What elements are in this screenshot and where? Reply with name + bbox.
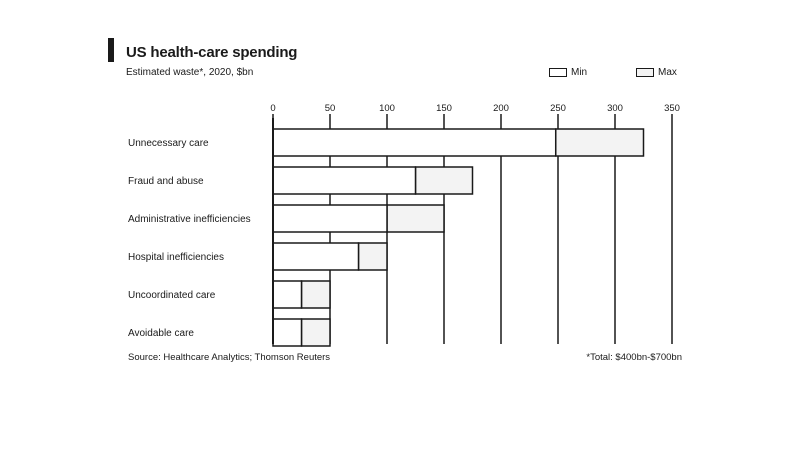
category-label-5: Avoidable care	[128, 328, 194, 339]
bar-max-0	[554, 128, 645, 157]
category-label-4: Uncoordinated care	[128, 290, 216, 301]
x-tick-label-300: 300	[607, 103, 623, 114]
bar-min-0	[272, 128, 557, 157]
x-tick-label-50: 50	[325, 103, 336, 114]
category-label-3: Hospital inefficiencies	[128, 252, 224, 263]
legend-item-max: Max	[636, 67, 677, 78]
category-label-1: Fraud and abuse	[128, 176, 204, 187]
legend-swatch-max	[636, 68, 654, 77]
legend-label-min: Min	[571, 67, 588, 78]
bar-max-3	[357, 242, 388, 271]
x-tick-label-0: 0	[270, 103, 275, 114]
bar-max-1	[414, 166, 474, 195]
category-label-0: Unnecessary care	[128, 138, 209, 149]
x-tick-label-250: 250	[550, 103, 566, 114]
x-tick-label-150: 150	[436, 103, 452, 114]
x-tick-label-100: 100	[379, 103, 395, 114]
bar-max-4	[300, 280, 331, 309]
legend-item-min: Min	[549, 67, 587, 78]
bar-min-2	[272, 204, 388, 233]
x-tick-label-200: 200	[493, 103, 509, 114]
bar-min-1	[272, 166, 417, 195]
category-label-2: Administrative inefficiencies	[128, 214, 251, 225]
chart-title: US health-care spending	[126, 44, 298, 61]
bar-max-2	[386, 204, 445, 233]
footnote: *Total: $400bn-$700bn	[586, 352, 682, 363]
source-note: Source: Healthcare Analytics; Thomson Re…	[128, 352, 331, 363]
title-accent-bar	[108, 38, 114, 62]
legend-swatch-min	[549, 68, 567, 77]
bar-min-4	[272, 280, 303, 309]
x-tick-label-350: 350	[664, 103, 680, 114]
chart-subtitle: Estimated waste*, 2020, $bn	[126, 67, 254, 78]
legend-label-max: Max	[658, 67, 677, 78]
bar-min-3	[272, 242, 360, 271]
bar-max-5	[300, 318, 331, 347]
bar-min-5	[272, 318, 303, 347]
